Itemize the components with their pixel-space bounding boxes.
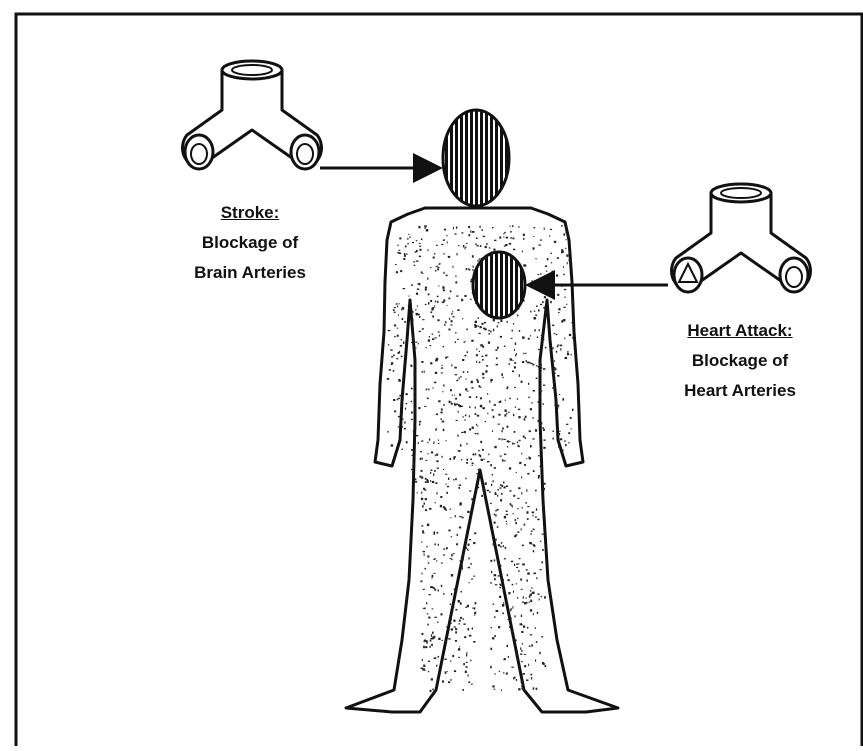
- brain-artery-icon: [183, 61, 322, 169]
- heart-attack-title: Heart Attack:: [640, 316, 840, 346]
- stroke-line1: Blockage of: [150, 228, 350, 258]
- stroke-title: Stroke:: [150, 198, 350, 228]
- heart-shaded: [473, 252, 525, 318]
- stroke-label: Stroke: Blockage of Brain Arteries: [150, 198, 350, 288]
- heart-attack-line1: Blockage of: [640, 346, 840, 376]
- head-shaded: [443, 110, 509, 206]
- heart-artery-icon: [672, 184, 811, 292]
- heart-attack-line2: Heart Arteries: [640, 376, 840, 406]
- stroke-line2: Brain Arteries: [150, 258, 350, 288]
- heart-attack-label: Heart Attack: Blockage of Heart Arteries: [640, 316, 840, 406]
